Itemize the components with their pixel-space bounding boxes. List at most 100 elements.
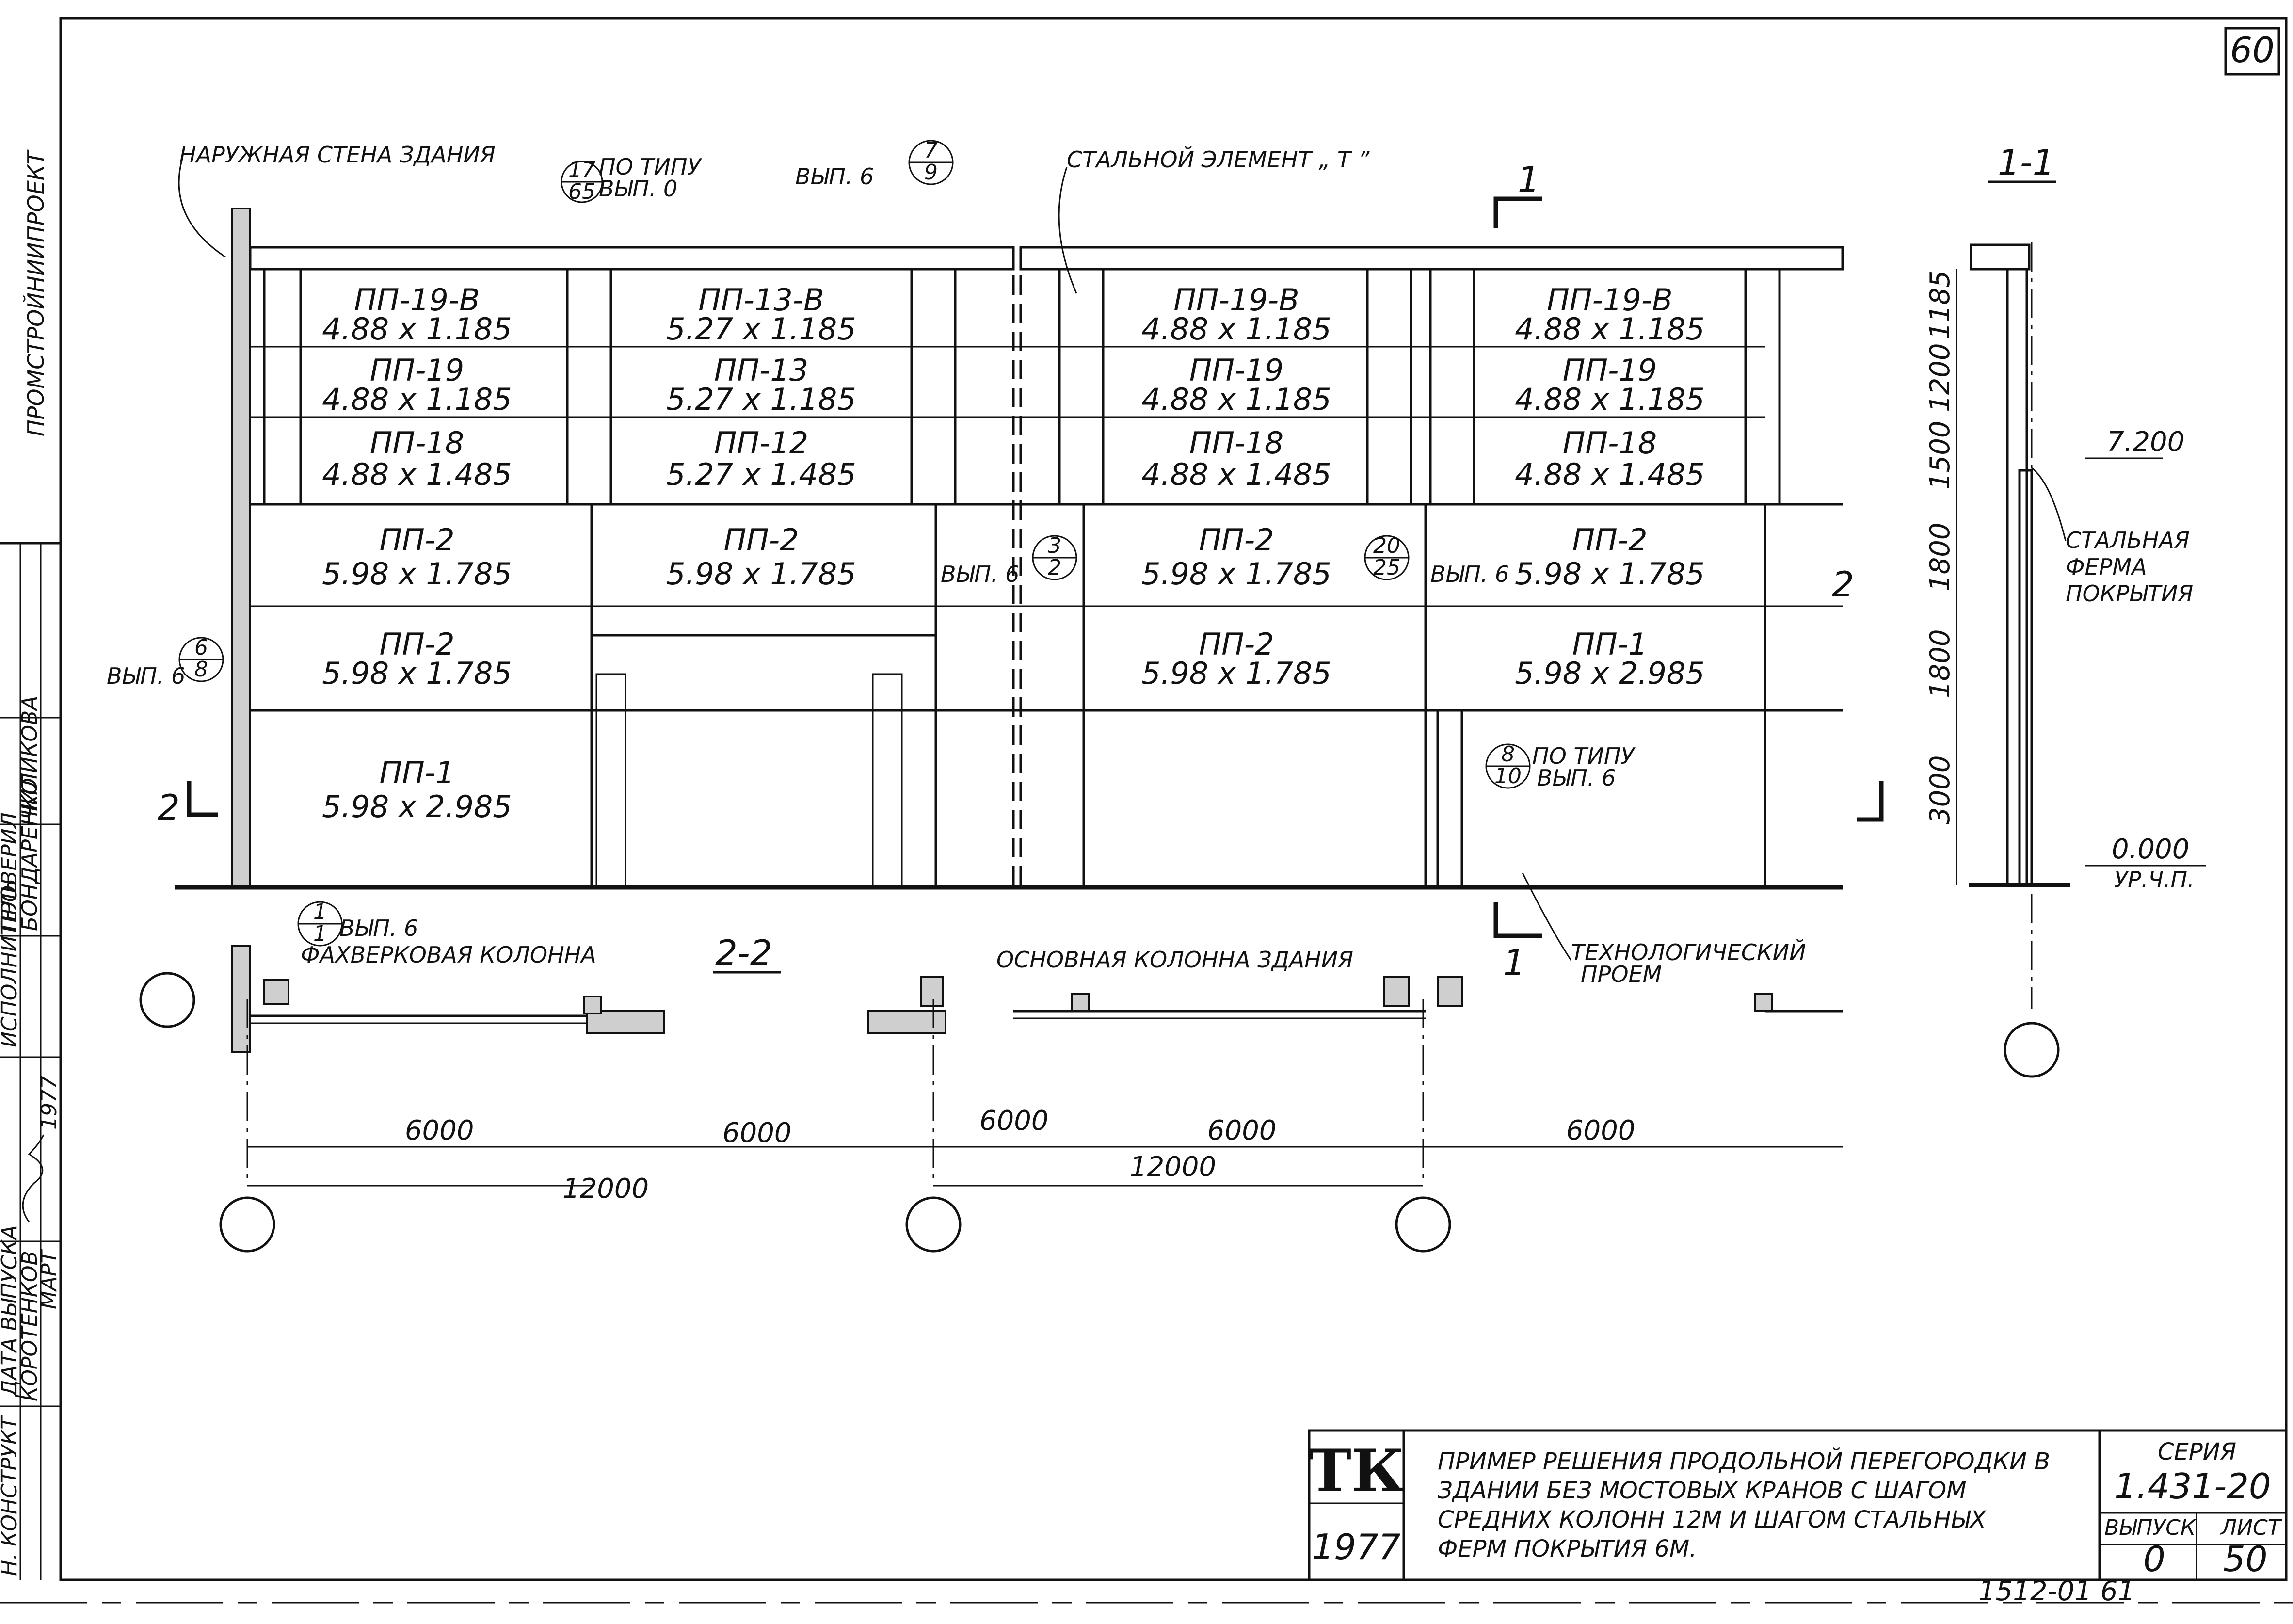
dim-3000: 3000 bbox=[1924, 755, 1956, 824]
bubble-bottom: 25 bbox=[1373, 555, 1400, 580]
leader-tech-opening bbox=[1522, 872, 1572, 961]
title-block-frame bbox=[1308, 1429, 2288, 1581]
panel-label: ПП-19 bbox=[370, 353, 465, 388]
level-0000: 0.000 bbox=[2112, 834, 2189, 865]
column-5 bbox=[1366, 268, 1412, 506]
section-1-1: 1-1 1185 1200 1500 1800 1800 3000 7.200 … bbox=[1924, 142, 2206, 1078]
callout-vyp6-base: ВЫП. 6 bbox=[339, 915, 418, 941]
tb-sheet-value: 50 bbox=[2223, 1539, 2268, 1579]
plan-column-6 bbox=[1437, 976, 1463, 1007]
axis-bubble-c bbox=[1395, 1196, 1451, 1253]
plan-2-2: 2-2 ФАХВЕРКОВАЯ КОЛОННА ОСНОВНАЯ КОЛОННА… bbox=[139, 933, 1843, 1253]
outer-wall bbox=[231, 208, 251, 888]
panel-label: ПП-2 bbox=[379, 627, 454, 662]
panel-size: 5.98 x 1.785 bbox=[1141, 656, 1331, 691]
plan-column-1 bbox=[263, 979, 289, 1005]
panel-size: 5.98 x 1.785 bbox=[322, 656, 512, 691]
panel-label: ПП-2 bbox=[1199, 627, 1274, 662]
bubble-top: 7 bbox=[924, 138, 938, 163]
role-3: ПРОВЕРИЛ bbox=[0, 812, 22, 931]
callout-vyp6-low: ВЫП. 6 bbox=[1537, 765, 1616, 791]
signature bbox=[22, 1134, 45, 1222]
ref-bubble-20-25: 20 25 bbox=[1364, 533, 1410, 580]
bubble-bottom: 9 bbox=[924, 160, 938, 185]
section-title-1-1: 1-1 bbox=[1998, 142, 2055, 183]
ref-bubble-1-1: 1 1 bbox=[297, 900, 343, 947]
dim-12000-1: 12000 bbox=[562, 1173, 649, 1205]
panel-size: 4.88 x 1.185 bbox=[1515, 382, 1705, 417]
bubble-bottom: 2 bbox=[1048, 555, 1061, 580]
column-1 bbox=[263, 268, 302, 506]
door-frame bbox=[590, 634, 937, 889]
panel-label: ПП-13-В bbox=[698, 282, 824, 318]
section-axis-bubble bbox=[2004, 1022, 2060, 1078]
page-number-box bbox=[2224, 27, 2280, 76]
name-3: ЧИЛИКОВА bbox=[17, 696, 42, 820]
panel-label: ПП-1 bbox=[379, 755, 454, 790]
section-mark-2-left: 2 bbox=[158, 781, 218, 828]
org-name: ПРОМСТРОЙНИИПРОЕКТ bbox=[23, 149, 49, 436]
door-jamb-right bbox=[872, 673, 903, 888]
callout-tech-opening-2: ПРОЕМ bbox=[1581, 961, 1662, 987]
ref-bubble-7-9: 7 9 bbox=[908, 138, 954, 185]
panel-label: ПП-19-В bbox=[1547, 282, 1672, 318]
section-number: 1 bbox=[1503, 942, 1525, 983]
panel-label: ПП-19 bbox=[1189, 353, 1284, 388]
tb-desc-3: СРЕДНИХ КОЛОНН 12М И ШАГОМ СТАЛЬНЫХ bbox=[1438, 1506, 1987, 1533]
bubble-top: 17 bbox=[568, 158, 595, 182]
section-roof bbox=[1970, 243, 2031, 271]
panel-size: 4.88 x 1.485 bbox=[322, 457, 512, 492]
section-dims: 1185 1200 1500 1800 1800 3000 bbox=[1924, 270, 1956, 824]
roof-beam-left bbox=[249, 246, 1015, 271]
bubble-top: 6 bbox=[194, 635, 208, 660]
plan-title: 2-2 bbox=[715, 933, 772, 973]
panel-label: ПП-2 bbox=[379, 522, 454, 558]
panel-label: ПП-2 bbox=[1572, 522, 1647, 558]
callout-po-tipu-2: ПО ТИПУ bbox=[1532, 743, 1636, 769]
panel-label: ПП-1 bbox=[1572, 627, 1647, 662]
title-block: ТК 1977 ПРИМЕР РЕШЕНИЯ ПРОДОЛЬНОЙ ПЕРЕГО… bbox=[1308, 1429, 2288, 1581]
axis-bubble-b bbox=[905, 1196, 962, 1253]
axis-bubble-left bbox=[139, 972, 195, 1028]
panel-label: ПП-18 bbox=[1189, 425, 1284, 461]
tb-series-value: 1.431-20 bbox=[2114, 1466, 2271, 1507]
tb-desc-2: ЗДАНИИ БЕЗ МОСТОВЫХ КРАНОВ С ШАГОМ bbox=[1438, 1477, 1967, 1504]
level-note: УР.Ч.П. bbox=[2114, 867, 2195, 893]
callout-steel-element: СТАЛЬНОЙ ЭЛЕМЕНТ „ Т ” bbox=[1067, 146, 1370, 173]
plan-column-3 bbox=[920, 976, 944, 1007]
panel-size: 4.88 x 1.485 bbox=[1515, 457, 1705, 492]
page-number: 60 bbox=[2230, 30, 2275, 70]
panel-label: ПП-19 bbox=[1563, 353, 1657, 388]
dim-12000-2: 12000 bbox=[1130, 1151, 1216, 1183]
dim-6000-1: 6000 bbox=[405, 1115, 474, 1146]
tk-logo: ТК bbox=[1308, 1437, 1404, 1505]
ref-bubble-8-10: 8 10 bbox=[1485, 742, 1531, 789]
bubble-top: 8 bbox=[1501, 742, 1515, 767]
section-arrow bbox=[1493, 196, 1542, 228]
section-number: 2 bbox=[158, 787, 180, 828]
dim-1200: 1200 bbox=[1924, 343, 1956, 412]
panel-size: 4.88 x 1.185 bbox=[1515, 311, 1705, 347]
ref-bubble-17-65: 17 65 bbox=[561, 158, 603, 204]
column-2 bbox=[566, 268, 612, 506]
tech-opening bbox=[1436, 709, 1463, 889]
panel-size: 4.88 x 1.485 bbox=[1141, 457, 1331, 492]
panel-size: 5.98 x 1.785 bbox=[1141, 556, 1331, 592]
truss-leader bbox=[2031, 467, 2067, 541]
panel-size: 5.98 x 2.985 bbox=[1515, 656, 1705, 691]
bubble-top: 20 bbox=[1373, 533, 1400, 558]
callout-vyp6-mid: ВЫП. 6 bbox=[941, 561, 1019, 587]
dim-1800-b: 1800 bbox=[1924, 629, 1956, 698]
column-6 bbox=[1429, 268, 1475, 506]
level-7200: 7.200 bbox=[2107, 426, 2184, 458]
section-mark-1-bottom: 1 bbox=[1493, 902, 1542, 983]
section-arrow bbox=[1493, 902, 1542, 938]
date-2: 1977 bbox=[37, 1076, 62, 1130]
callout-po-tipu: ПО ТИПУ bbox=[599, 154, 703, 180]
bubble-bottom: 1 bbox=[313, 921, 327, 946]
tb-year: 1977 bbox=[1312, 1527, 1400, 1567]
plan-column-2 bbox=[583, 996, 602, 1014]
panel-size: 5.98 x 1.785 bbox=[322, 556, 512, 592]
plan-wall-seg-1 bbox=[586, 1010, 665, 1034]
door-jamb-left bbox=[595, 673, 626, 888]
